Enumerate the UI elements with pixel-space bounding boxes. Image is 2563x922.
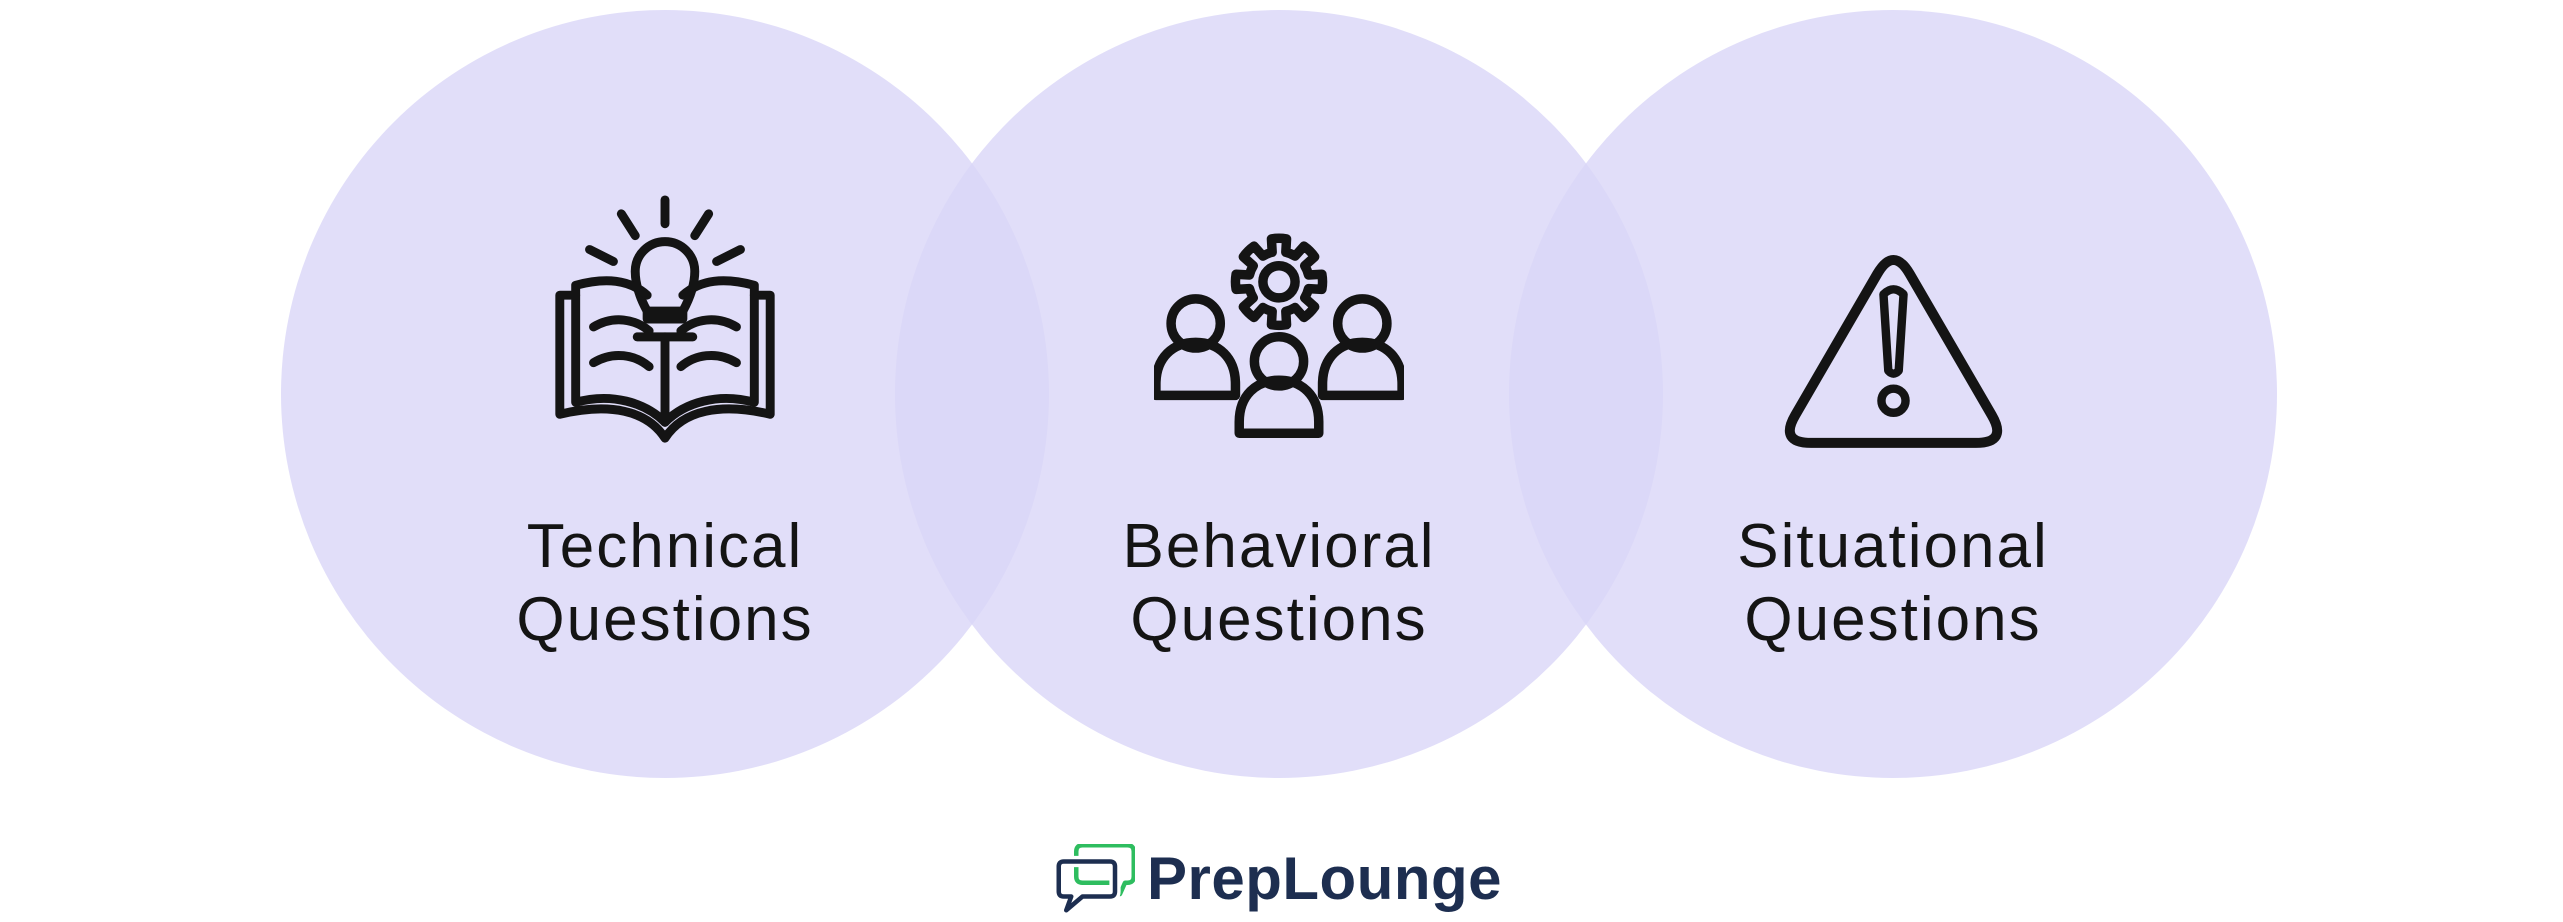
- circle-label-technical: Technical Questions: [281, 510, 1049, 656]
- circle-situational-questions: Situational Questions: [1509, 10, 2277, 778]
- circle-label-text: Situational Questions: [1737, 512, 2049, 654]
- circle-label-text: Technical Questions: [516, 512, 814, 654]
- chat-bubbles-icon: [1055, 844, 1135, 914]
- circle-label-situational: Situational Questions: [1509, 510, 2277, 656]
- preplounge-logo: PrepLounge: [1055, 843, 1502, 915]
- book-lightbulb-icon: [281, 180, 1049, 460]
- warning-triangle-icon: [1509, 180, 2277, 460]
- circle-label-text: Behavioral Questions: [1122, 512, 1436, 654]
- team-gear-icon-svg: [1154, 233, 1404, 439]
- warning-triangle-icon-svg: [1784, 255, 2002, 448]
- circle-label-behavioral: Behavioral Questions: [895, 510, 1663, 656]
- logo-wordmark: PrepLounge: [1147, 845, 1503, 912]
- team-gear-icon: [895, 180, 1663, 460]
- book-lightbulb-icon-svg: [555, 195, 775, 443]
